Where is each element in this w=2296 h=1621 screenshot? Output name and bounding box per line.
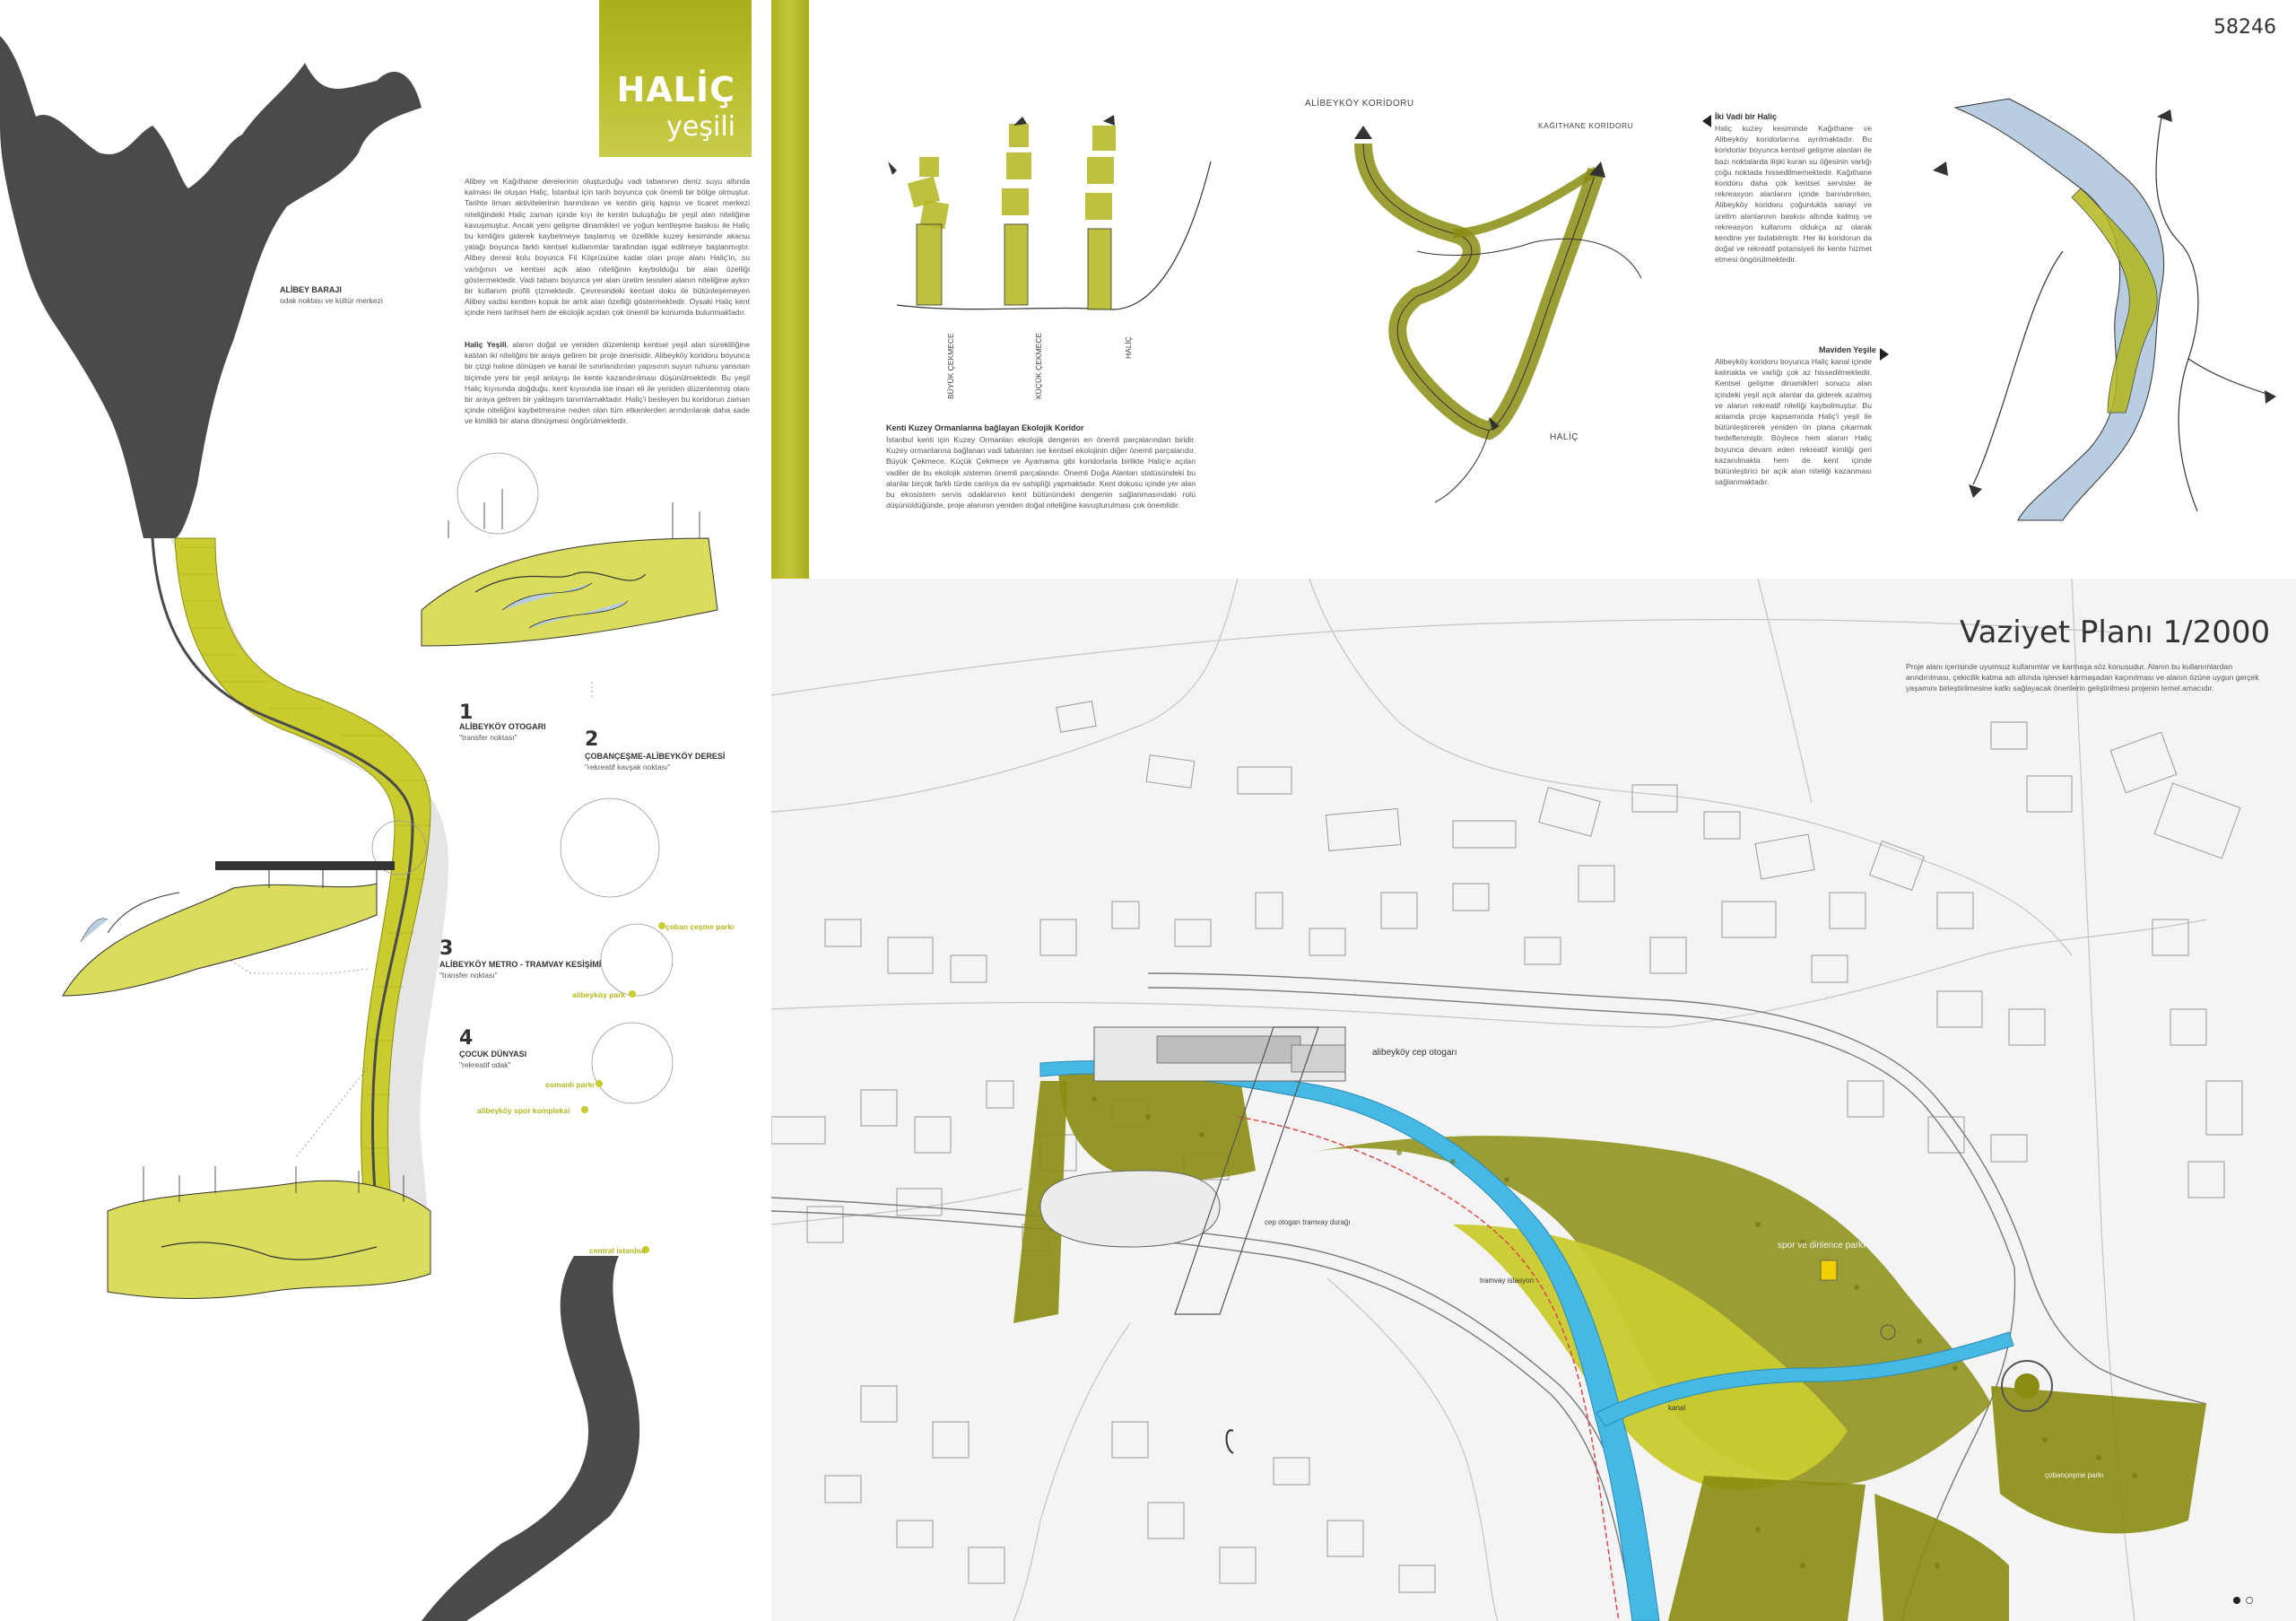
north-arrow-icon	[1225, 1429, 1234, 1454]
place-label-3: osmanlı parkı	[545, 1080, 595, 1089]
two-corridors	[1354, 126, 1642, 503]
alibey-sub: odak noktası ve kültür merkezi	[280, 296, 383, 305]
point-sub-3: "transfer noktası"	[439, 971, 498, 980]
site-plan-title: Vaziyet Planı 1/2000	[1960, 614, 2271, 650]
focus-circle-3	[371, 820, 427, 876]
bridge	[1174, 1026, 1319, 1315]
point-sub-4: "rekreatif odak"	[459, 1060, 511, 1069]
intro-paragraph-2: Haliç Yeşili, alanın doğal ve yeniden dü…	[465, 339, 750, 427]
alibey-title: ALİBEY BARAJI	[280, 285, 342, 294]
eco-title: Kenti Kuzey Ormanlarına bağlayan Ekoloji…	[886, 423, 1084, 432]
two-valleys-text: Haliç kuzey kesiminde Kağıthane ve Alibe…	[1715, 124, 1872, 265]
site-plan: Vaziyet Planı 1/2000 Proje alanı içerisi…	[771, 579, 2296, 1621]
pavilion-circle	[1880, 1324, 1896, 1340]
three-corridors	[888, 115, 1212, 310]
ecological-corridor-sketch	[888, 115, 1642, 503]
corridor-kagithane: KAĞITHANE KORİDORU	[1538, 121, 1634, 130]
marker-dot	[581, 1106, 588, 1113]
perspective-sketch-1	[421, 489, 718, 647]
alibey-reservoir	[0, 36, 422, 538]
title-sub: yeşili	[666, 111, 735, 143]
title-main: HALİÇ	[616, 70, 735, 109]
marker-dot	[658, 922, 665, 929]
label-sports-park: spor ve dinlence parkı	[1778, 1241, 1866, 1251]
label-cobancesme-park: çobançeşme parkı	[2045, 1471, 2104, 1479]
point-title-1: ALİBEYKÖY OTOGARI	[459, 722, 546, 731]
connector-lines	[214, 682, 593, 1158]
tram-line	[1237, 1116, 1620, 1621]
point-title-2: ÇOBANÇEŞME-ALİBEYKÖY DERESİ	[585, 752, 726, 761]
place-label-2: alibeyköy park	[572, 990, 626, 999]
road-line-3	[2187, 358, 2270, 396]
halic-label: HALİÇ	[1550, 432, 1578, 442]
intro-bold: Haliç Yeşili	[465, 340, 507, 349]
pavilion	[1820, 1259, 1838, 1281]
focus-circle-4	[600, 923, 674, 997]
title-block: HALİÇ yeşili	[599, 0, 752, 157]
label-tram-stop: cep otogarı tramvay durağı	[1265, 1218, 1351, 1226]
site-plan-description: Proje alanı içerisinde uyumsuz kullanıml…	[1906, 662, 2259, 693]
place-label-1: çoban çeşme parkı	[665, 922, 735, 931]
point-sub-1: "transfer noktası"	[459, 733, 517, 742]
point-sub-2: "rekreatif kavşak noktası"	[585, 763, 671, 771]
page-dots	[2233, 1592, 2258, 1608]
vertical-accent-band	[771, 0, 809, 579]
corridor-label-2: KÜÇÜK ÇEKMECE	[1034, 332, 1043, 399]
tree-dots	[1091, 1096, 2137, 1568]
corridor-label-3: HALİÇ	[1124, 336, 1133, 359]
roundabout-center	[2014, 1373, 2039, 1399]
perspective-sketch-2	[62, 861, 395, 997]
point-number-3: 3	[439, 937, 454, 960]
triangle-marker-icon	[1702, 115, 1711, 127]
main-roads	[771, 972, 2207, 1621]
dot-inactive	[2246, 1597, 2253, 1604]
marker-dot	[629, 990, 636, 998]
terminal-platform	[1291, 1044, 1346, 1073]
point-number-1: 1	[459, 702, 474, 724]
blue-to-green-title: Maviden Yeşile	[1819, 345, 1876, 354]
green-strip	[2071, 187, 2158, 414]
triangle-marker-icon	[1880, 348, 1889, 361]
canal-branch	[1596, 1331, 2014, 1427]
building-footprints	[771, 701, 2243, 1593]
point-title-3: ALİBEYKÖY METRO - TRAMVAY KESİŞİMİ	[439, 960, 602, 969]
lower-river	[422, 1256, 640, 1621]
place-label-4: alibeyköy spor kompleksi	[477, 1106, 570, 1115]
label-tram-line: tramvay istasyon	[1480, 1277, 1535, 1285]
river-detail-sketch	[1933, 98, 2276, 521]
focus-circle-1	[457, 452, 539, 535]
marker-dot	[642, 1246, 649, 1253]
point-number-2: 2	[585, 728, 599, 751]
park-areas	[1013, 1063, 2206, 1621]
page-number: 58246	[2213, 16, 2276, 39]
point-title-4: ÇOCUK DÜNYASI	[459, 1050, 527, 1059]
intro-paragraph-1: Alibey ve Kağıthane derelerinin oluşturd…	[465, 177, 750, 318]
focus-circle-5	[591, 1022, 674, 1104]
dot-active	[2233, 1597, 2240, 1604]
perspective-sketch-3	[107, 1166, 431, 1299]
corridor-label-1: BÜYÜK ÇEKMECE	[946, 333, 955, 399]
tram-stop-loop	[1039, 1170, 1221, 1248]
place-label-5: central istanbul	[589, 1246, 646, 1255]
golden-horn-map	[0, 36, 718, 1621]
marker-dot	[596, 1080, 603, 1087]
roundabout	[2001, 1360, 2053, 1412]
eco-text: İstanbul kenti için Kuzey Ormanları ekol…	[886, 435, 1196, 510]
label-bus-terminal: alibeyköy cep otogarı	[1372, 1048, 1457, 1058]
focus-circle-2	[560, 797, 660, 898]
point-number-4: 4	[459, 1027, 474, 1050]
intro-p2-text: , alanın doğal ve yeniden düzenlenip ken…	[465, 340, 750, 426]
site-plan-drawing	[771, 579, 2243, 1621]
corridor-alibeykoy: ALİBEYKÖY KORİDORU	[1305, 99, 1414, 109]
two-valleys-title: İki Vadi bir Haliç	[1715, 112, 1778, 121]
label-canal: kanal	[1668, 1404, 1686, 1412]
blue-to-green-text: Alibeyköy koridoru boyunca Haliç kanal i…	[1715, 357, 1872, 487]
river-line	[151, 537, 414, 1257]
terminal-roof	[1156, 1035, 1301, 1064]
road-line	[2155, 116, 2199, 512]
road-line-2	[1972, 250, 2064, 485]
